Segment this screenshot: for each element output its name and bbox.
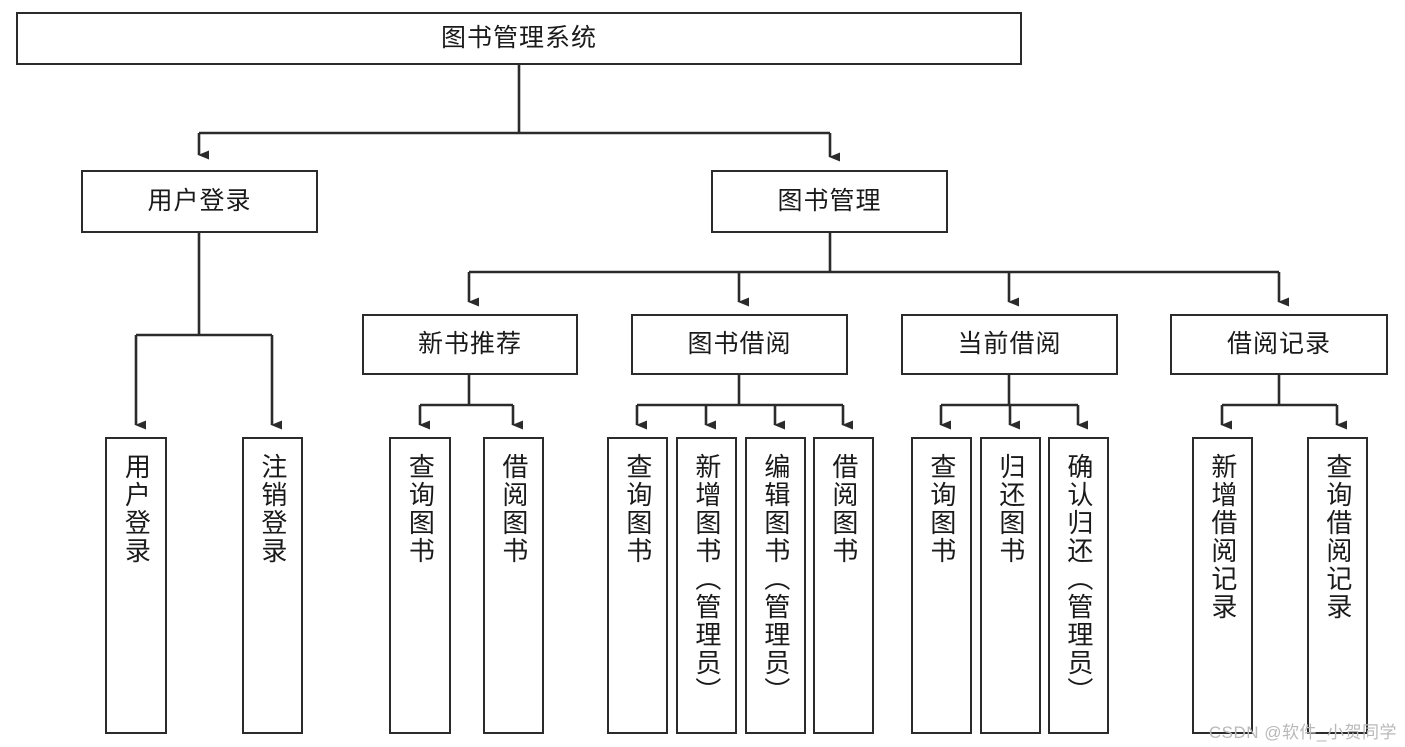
node-root-label: 图书管理系统 [440,23,597,52]
leaf-label: 借阅图书 [828,453,859,565]
node-root-book-management-system[interactable]: 图书管理系统 [16,12,1022,65]
leaf-user-login-logout[interactable]: 注销登录 [242,437,303,734]
node-user-login-label: 用户登录 [147,186,252,215]
csdn-watermark: CSDN @软件_小贺同学 [1208,723,1397,742]
leaf-borrow-record-add-record[interactable]: 新增借阅记录 [1192,437,1253,734]
node-book-borrow-label: 图书借阅 [687,329,792,358]
node-book-management[interactable]: 图书管理 [711,170,948,233]
node-book-borrow[interactable]: 图书借阅 [631,314,848,375]
node-user-login[interactable]: 用户登录 [81,170,318,233]
leaf-label: 归还图书 [995,453,1026,565]
leaf-label: 注销登录 [257,453,288,565]
leaf-label: 用户登录 [121,453,152,565]
leaf-label: 编辑图书（管理员） [760,453,791,705]
node-new-book-recommend-label: 新书推荐 [417,329,522,358]
node-borrow-record-label: 借阅记录 [1226,329,1331,358]
leaf-new-book-borrow-book[interactable]: 借阅图书 [483,437,544,734]
leaf-new-book-query-book[interactable]: 查询图书 [389,437,451,734]
node-new-book-recommend[interactable]: 新书推荐 [362,314,578,375]
leaf-book-borrow-add-book-admin[interactable]: 新增图书（管理员） [676,437,737,734]
leaf-label: 新增图书（管理员） [691,453,722,705]
leaf-book-borrow-query-book[interactable]: 查询图书 [607,437,668,734]
leaf-label: 查询图书 [622,453,653,565]
leaf-label: 借阅图书 [498,453,529,565]
leaf-user-login-login[interactable]: 用户登录 [105,437,167,734]
leaf-borrow-record-query-record[interactable]: 查询借阅记录 [1307,437,1368,734]
leaf-book-borrow-edit-book-admin[interactable]: 编辑图书（管理员） [745,437,806,734]
leaf-current-borrow-query-book[interactable]: 查询图书 [911,437,972,734]
leaf-label: 确认归还（管理员） [1063,453,1094,705]
leaf-label: 查询图书 [405,453,436,565]
node-current-borrow[interactable]: 当前借阅 [901,314,1118,375]
node-borrow-record[interactable]: 借阅记录 [1170,314,1388,375]
leaf-label: 查询图书 [926,453,957,565]
node-current-borrow-label: 当前借阅 [957,329,1062,358]
leaf-label: 新增借阅记录 [1207,453,1238,621]
node-book-management-label: 图书管理 [777,186,882,215]
leaf-book-borrow-borrow-book[interactable]: 借阅图书 [813,437,874,734]
leaf-current-borrow-confirm-return-admin[interactable]: 确认归还（管理员） [1048,437,1109,734]
leaf-current-borrow-return-book[interactable]: 归还图书 [980,437,1041,734]
leaf-label: 查询借阅记录 [1322,453,1353,621]
